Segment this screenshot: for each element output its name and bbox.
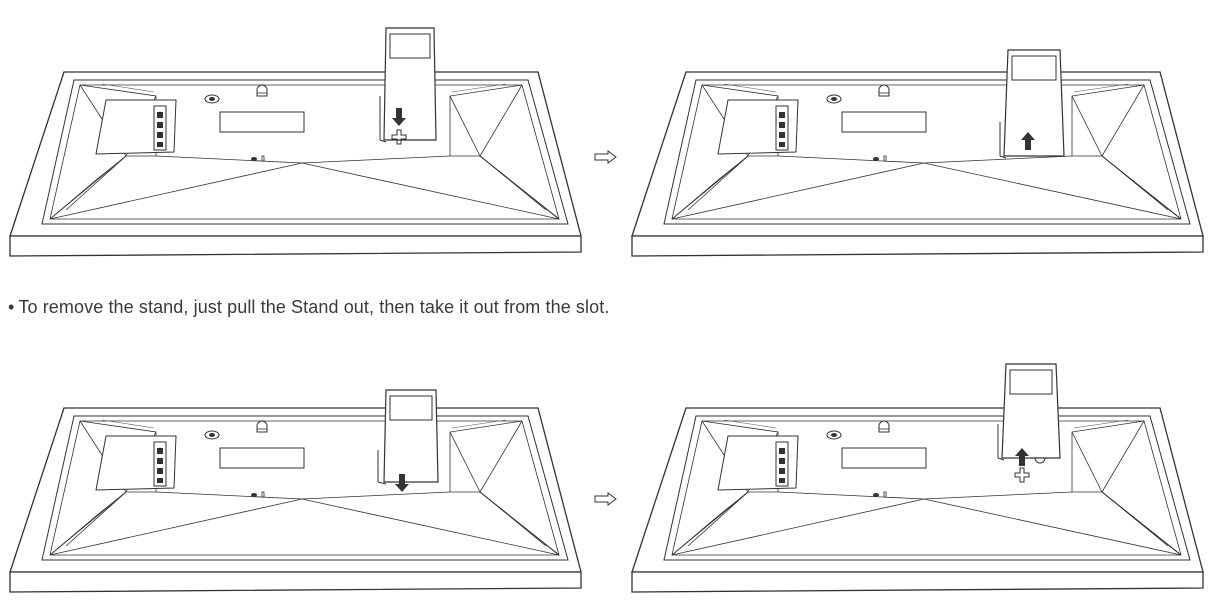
push-up-arrow-icon	[1015, 448, 1029, 466]
frame-back-illustration	[9, 27, 582, 257]
instruction-text: •To remove the stand, just pull the Stan…	[8, 297, 609, 318]
step-arrow-icon	[594, 492, 618, 511]
step-arrow-icon	[594, 150, 618, 169]
push-up-arrow-icon	[1021, 132, 1035, 150]
stand	[377, 389, 439, 485]
instruction-label: To remove the stand, just pull the Stand…	[18, 297, 610, 317]
frame-back-illustration	[631, 49, 1204, 257]
frame-back-illustration	[631, 363, 1204, 593]
stand	[997, 363, 1061, 461]
push-down-arrow-icon	[392, 108, 406, 126]
cross-slot-icon	[391, 129, 407, 145]
frame-back-illustration	[9, 389, 582, 593]
stand	[379, 27, 437, 143]
push-down-arrow-icon	[395, 474, 409, 492]
bullet: •	[8, 297, 15, 317]
stand	[999, 49, 1065, 159]
cross-slot-icon	[1014, 467, 1030, 483]
diagram-panel-3	[6, 389, 586, 598]
diagram-panel-2	[628, 49, 1208, 262]
diagram-panel-4	[628, 363, 1208, 598]
diagram-panel-1	[6, 27, 586, 262]
